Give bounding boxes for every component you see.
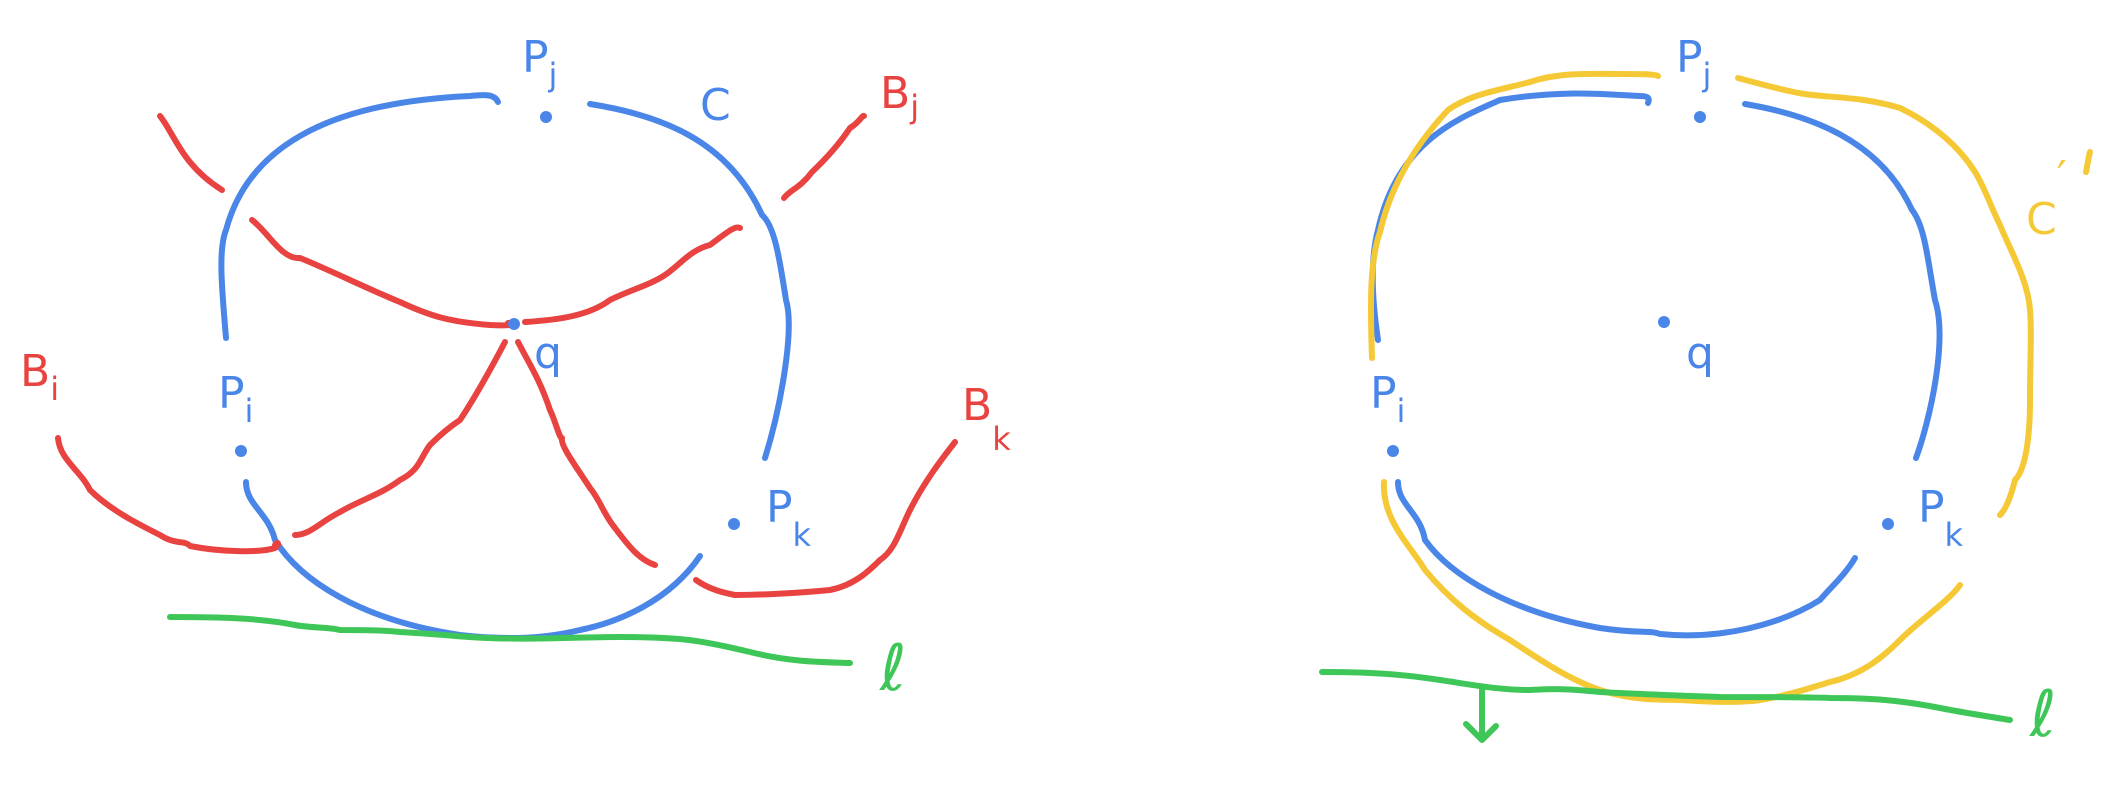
right-label-pj: Pj [1676,32,1711,94]
left-point-pk [728,518,740,530]
left-bisector-bi-bj [157,113,519,329]
right-panel: Pj Pi Pk q C′ ℓ [1319,32,2093,752]
left-curve-c-upper-left [218,92,501,341]
right-curve-c-bottom [1395,479,1858,639]
left-point-q [508,318,520,330]
right-line-l [1319,669,2013,723]
right-label-l: ℓ [2029,678,2056,752]
right-curve-c-prime-tick [2083,149,2093,175]
left-curve-c-upper-right [587,101,792,461]
right-point-pj [1694,111,1706,123]
right-label-pi: Pi [1370,368,1405,430]
left-label-bi: Bi [20,346,59,408]
right-curve-c-prime-bottom [1380,479,1963,705]
left-panel: Pj Pi Pk q C Bi Bj Bk ℓ [20,32,1011,706]
right-curve-c-upper-left [1369,90,1652,343]
right-curve-c-prime-upper [1367,70,1661,361]
right-point-pi [1387,445,1399,457]
left-point-pi [235,445,247,457]
right-point-pk [1882,518,1894,530]
right-point-q [1658,316,1670,328]
left-bisector-bj [781,112,867,201]
left-label-bj: Bj [880,68,919,126]
right-curve-c-prime-right [1735,75,2034,518]
left-bisector-bk [693,439,958,598]
left-curve-c-bottom [243,479,703,641]
right-label-c-prime: C′ [2026,152,2067,245]
left-label-bk: Bk [962,380,1011,458]
left-point-pj [540,111,552,123]
left-label-c: C [700,80,731,131]
left-label-pj: Pj [522,32,557,94]
left-bisector-center-lower-left [292,339,508,538]
right-label-pk: Pk [1918,482,1964,554]
right-label-q: q [1686,328,1714,379]
left-bisector-center-lower-right [515,339,658,568]
left-label-q: q [534,328,562,379]
left-bisector-center-right [522,224,743,325]
right-line-arrow [1463,687,1499,743]
left-bisector-bi [55,435,281,555]
right-curve-c-upper-right [1742,101,1943,461]
left-label-l: ℓ [879,632,906,706]
left-label-pi: Pi [218,368,253,430]
left-label-pk: Pk [766,482,812,554]
left-line-l [167,614,853,666]
